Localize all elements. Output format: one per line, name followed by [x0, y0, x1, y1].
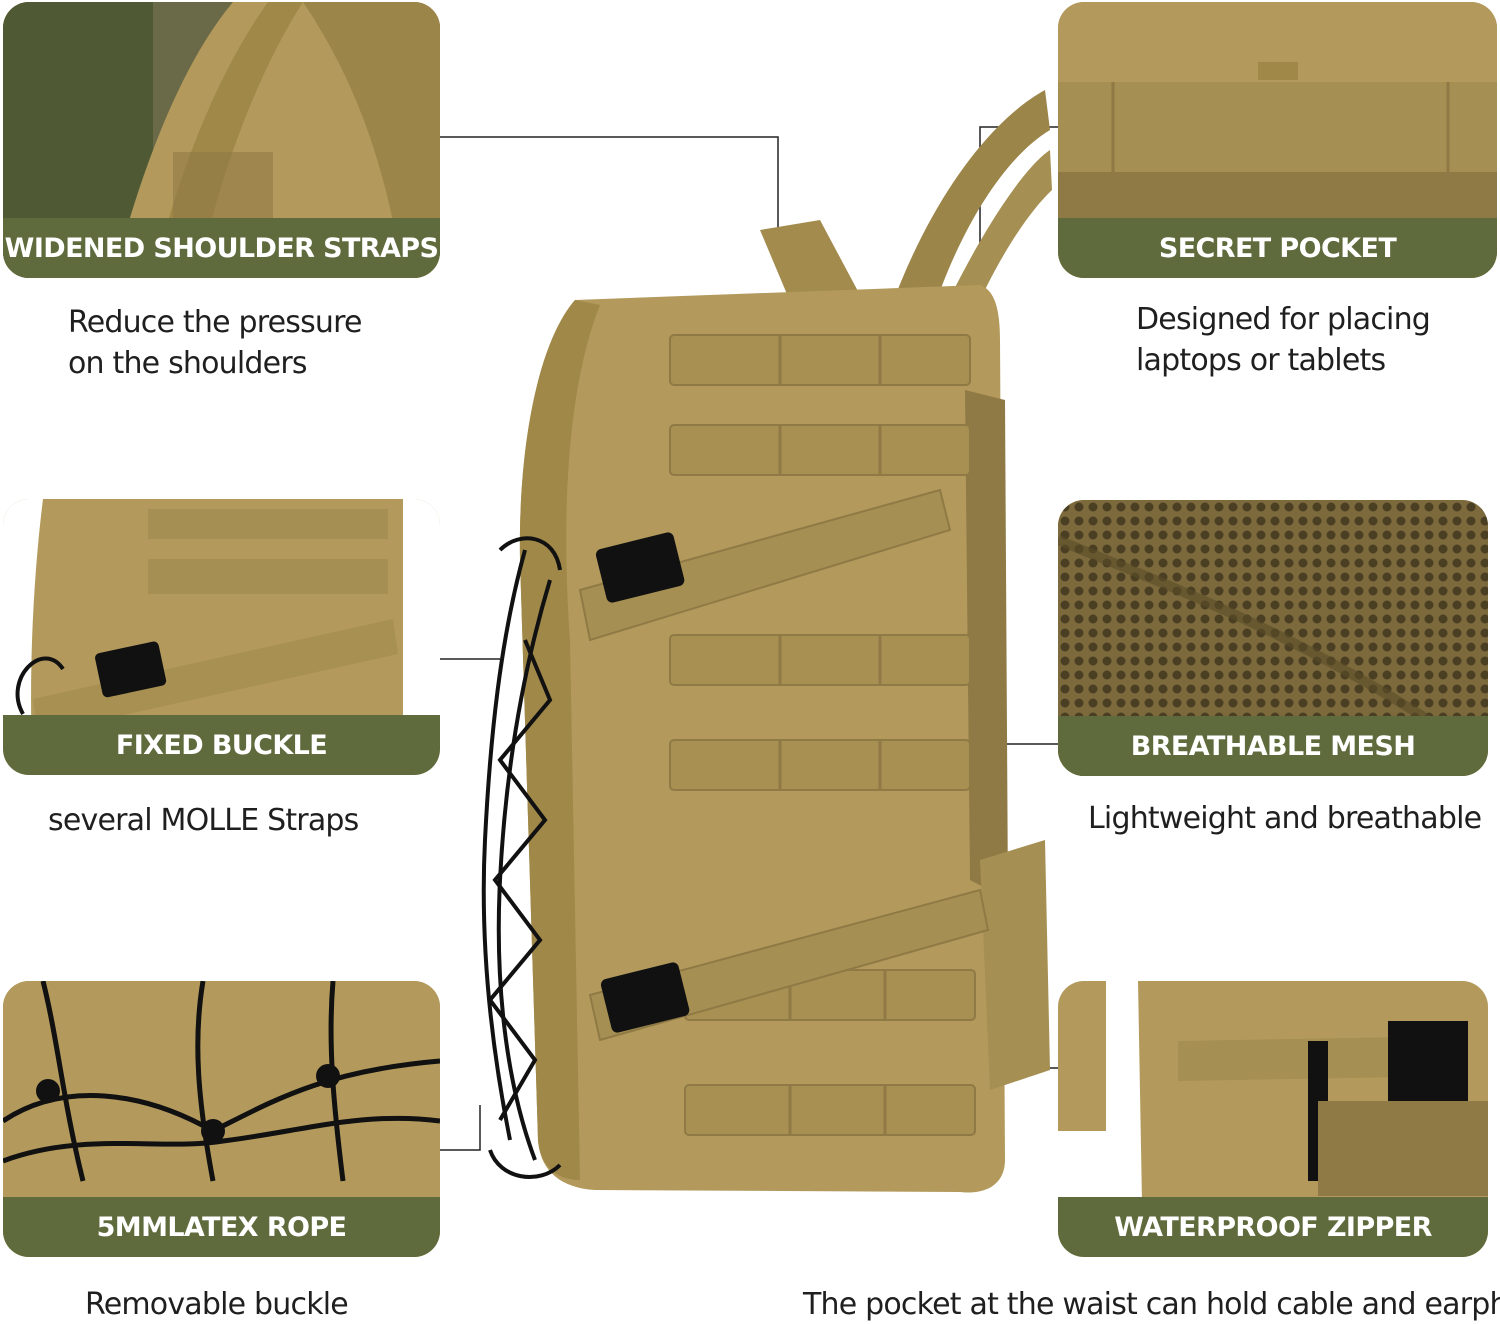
feature-desc-mesh: Lightweight and breathable: [1088, 801, 1482, 836]
feature-title-buckle: FIXED BUCKLE: [3, 715, 440, 775]
feature-card-pocket: SECRET POCKET: [1058, 2, 1497, 278]
feature-desc-pocket: Designed for placing laptops or tablets: [1136, 302, 1431, 378]
feature-title-pocket: SECRET POCKET: [1058, 218, 1497, 278]
feature-desc-rope: Removable buckle: [85, 1287, 349, 1322]
feature-desc-zipper: The pocket at the waist can hold cable a…: [803, 1287, 1500, 1322]
feature-card-buckle: FIXED BUCKLE: [3, 499, 440, 775]
backpack-image: [481, 90, 1052, 1193]
feature-title-rope: 5MMLATEX ROPE: [3, 1197, 440, 1257]
feature-card-rope: 5MMLATEX ROPE: [3, 981, 440, 1257]
feature-desc-shoulder: Reduce the pressure on the shoulders: [68, 305, 362, 381]
feature-card-zipper: WATERPROOF ZIPPER: [1058, 981, 1488, 1257]
feature-desc-buckle: several MOLLE Straps: [48, 803, 359, 838]
feature-title-mesh: BREATHABLE MESH: [1058, 716, 1488, 776]
feature-title-zipper: WATERPROOF ZIPPER: [1058, 1197, 1488, 1257]
feature-card-mesh: BREATHABLE MESH: [1058, 500, 1488, 776]
feature-card-shoulder: WIDENED SHOULDER STRAPS: [3, 2, 440, 278]
feature-title-shoulder: WIDENED SHOULDER STRAPS: [3, 218, 440, 278]
